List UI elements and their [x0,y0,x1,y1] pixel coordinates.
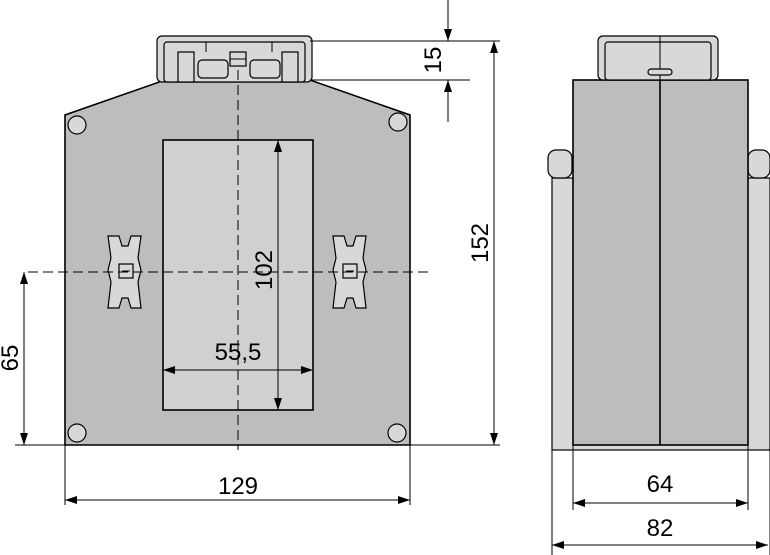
side-dimensions: 64 82 [551,445,770,555]
dim-mount-height: 65 [0,345,24,372]
terminal-block [156,35,313,83]
side-view [547,35,770,451]
mounting-hole-bottom-right [387,423,407,443]
front-view [28,35,428,450]
mounting-hole-top-right [388,112,408,132]
dim-total-height: 152 [467,223,494,263]
dim-window-width: 55,5 [215,339,262,366]
side-terminal [597,35,719,81]
dim-window-height: 102 [251,250,278,290]
mounting-hole-top-left [67,115,87,135]
dim-terminal-height: 15 [420,47,447,74]
dim-side-inner: 64 [647,471,674,498]
front-dimensions: 15 152 102 55,5 65 129 [0,0,500,505]
dim-front-width: 129 [218,473,258,500]
dim-side-total: 82 [647,515,674,542]
mounting-hole-bottom-left [67,423,87,443]
